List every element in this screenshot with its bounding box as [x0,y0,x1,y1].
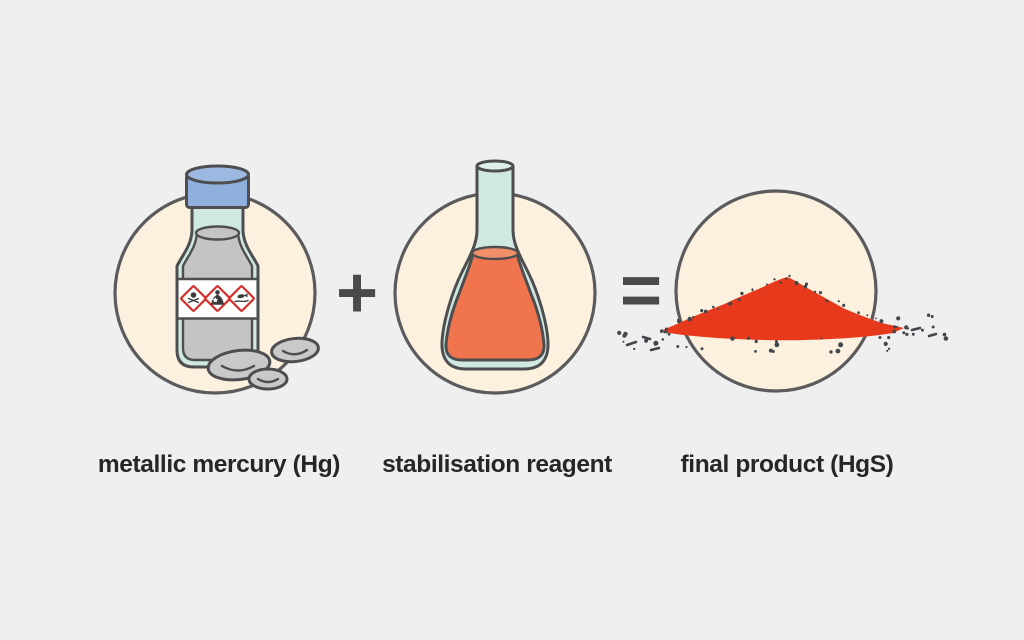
caption-stabilisation-reagent: stabilisation reagent [382,451,612,478]
bottle-cap [185,164,250,209]
powder-dashes [625,326,938,352]
flask-opening [475,159,515,173]
flask-liquid [444,251,546,362]
ghs-health-hazard-icon [204,285,231,312]
ghs-toxic-icon [180,285,207,312]
powder-specks [617,274,949,354]
caption-metallic-mercury: metallic mercury (Hg) [98,451,340,478]
powder-pile [661,277,904,341]
mercury-droplets [206,336,320,391]
flask-liquid-surface [470,245,520,261]
ghs-environment-icon [228,285,255,312]
erlenmeyer-flask-illustration [393,159,597,395]
equals-operator: = [620,251,662,331]
powder-pile-illustration [617,189,949,393]
caption-final-product: final product (HgS) [681,451,894,478]
hazard-label-edges [177,277,258,320]
bottle-liquid-surface [194,225,241,241]
plus-operator: + [336,253,378,333]
mercury-bottle-illustration [113,164,320,395]
